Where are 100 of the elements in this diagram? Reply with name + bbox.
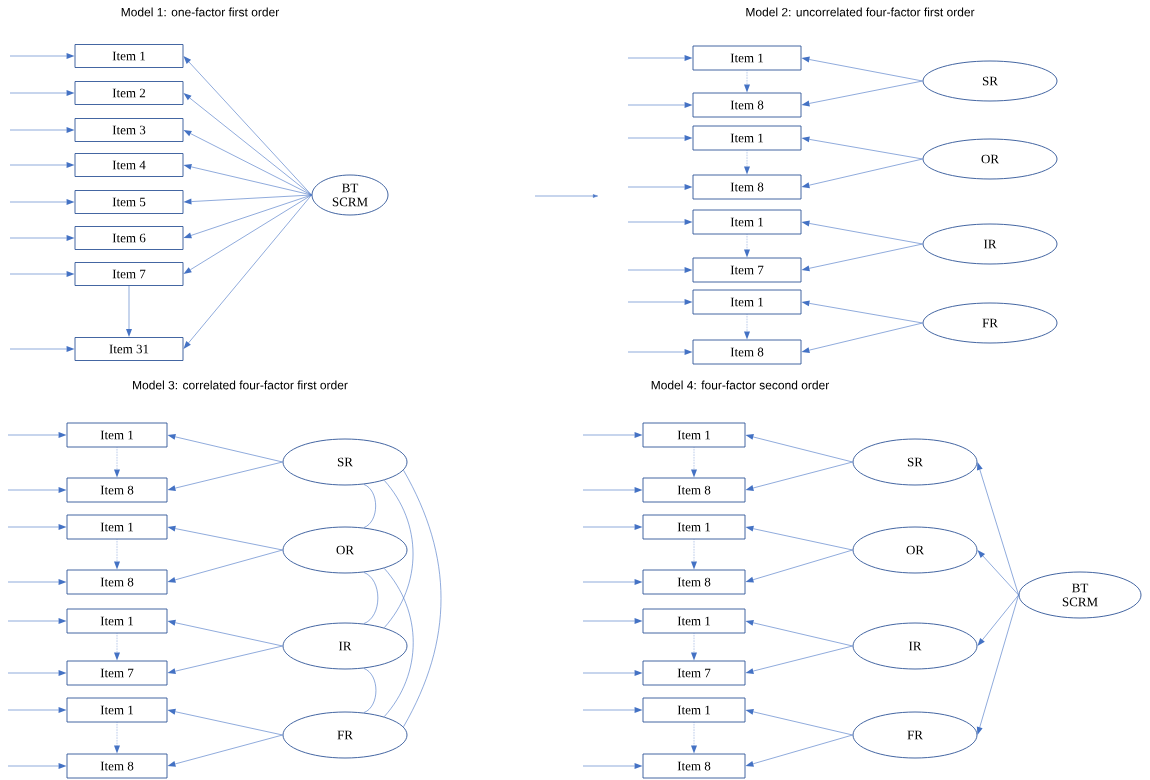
arrow (745, 645, 853, 674)
arrow (691, 722, 697, 754)
arrow (627, 349, 693, 355)
arrow (183, 194, 312, 239)
arrow (976, 594, 1019, 735)
item-box: Item 1 (642, 697, 746, 723)
item-box: Item 1 (642, 608, 746, 634)
correlation-curve (383, 479, 414, 629)
arrow (801, 158, 923, 189)
item-box: Item 8 (642, 569, 746, 595)
item-box: Item 8 (66, 477, 168, 503)
arrow (744, 314, 750, 340)
item-box: Item 7 (642, 660, 746, 686)
model-title: Model 3: correlated four-factor first order (133, 380, 348, 390)
arrow (691, 447, 697, 478)
arrow (744, 150, 750, 175)
arrow (976, 462, 1019, 596)
arrow (9, 90, 75, 96)
item-box: Item 7 (74, 262, 184, 286)
arrow (745, 708, 853, 736)
correlation-curve (383, 567, 414, 718)
correlation-curve (363, 572, 379, 624)
item-box: Item 8 (66, 569, 168, 595)
arrow (801, 243, 923, 272)
arrow (114, 722, 120, 754)
arrow (167, 433, 283, 463)
arrow (167, 525, 283, 551)
item-box: Item 6 (74, 226, 184, 250)
item-box: Item 2 (74, 81, 184, 105)
arrow (745, 525, 853, 551)
arrow (7, 487, 67, 493)
arrow (183, 130, 312, 196)
item-box: Item 4 (74, 153, 184, 177)
model-title: Model 4: four-factor second order (651, 380, 830, 390)
arrow (9, 162, 75, 168)
arrow (691, 539, 697, 570)
correlation-curve (363, 668, 377, 713)
arrow (183, 93, 312, 196)
arrow (9, 127, 75, 133)
item-box: Item 1 (66, 608, 168, 634)
arrow (167, 645, 283, 675)
item-box: Item 8 (642, 753, 746, 779)
item-box: Item 8 (692, 92, 802, 118)
arrow (582, 579, 643, 585)
item-box: Item 1 (692, 209, 802, 235)
arrow (627, 299, 693, 305)
arrow (114, 633, 120, 661)
arrow (801, 322, 923, 354)
item-box: Item 3 (74, 118, 184, 142)
item-box: Item 5 (74, 190, 184, 214)
arrow (744, 70, 750, 93)
arrow (7, 707, 67, 713)
arrow (167, 708, 283, 736)
arrow (9, 271, 75, 277)
item-box: Item 1 (692, 289, 802, 315)
arrow (126, 285, 132, 338)
arrow (7, 618, 67, 624)
arrow (582, 670, 643, 676)
item-box: Item 1 (74, 44, 184, 68)
arrow (627, 219, 693, 225)
arrow (9, 53, 75, 59)
arrow (9, 235, 75, 241)
arrow (582, 618, 643, 624)
arrow (114, 539, 120, 570)
arrow (801, 56, 923, 82)
item-box: Item 1 (66, 697, 168, 723)
arrow (977, 550, 1019, 596)
arrow (627, 102, 693, 108)
arrow (627, 135, 693, 141)
arrow (801, 80, 923, 107)
arrow (167, 461, 283, 492)
arrow (7, 763, 67, 769)
arrow (183, 56, 312, 196)
arrow (745, 549, 853, 583)
arrow (7, 432, 67, 438)
item-box: Item 31 (74, 337, 184, 361)
arrow (745, 734, 853, 767)
arrow (744, 234, 750, 258)
arrow (167, 734, 283, 767)
arrow (977, 594, 1019, 646)
item-box: Item 1 (66, 422, 168, 448)
item-box: Item 1 (66, 514, 168, 540)
arrow (745, 619, 853, 647)
item-box: Item 8 (692, 339, 802, 365)
model-title: Model 2: uncorrelated four-factor first order (746, 7, 975, 17)
correlation-curve (363, 484, 376, 528)
arrow (183, 194, 312, 274)
item-box: Item 8 (642, 477, 746, 503)
arrow (582, 487, 643, 493)
item-box: Item 8 (692, 174, 802, 200)
arrow (582, 432, 643, 438)
arrow (582, 763, 643, 769)
arrow (745, 461, 853, 491)
item-box: Item 1 (692, 45, 802, 71)
item-box: Item 8 (66, 753, 168, 779)
arrow (9, 346, 75, 352)
model-title: Model 1: one-factor first order (121, 7, 280, 17)
arrow (627, 184, 693, 190)
arrow (183, 194, 312, 205)
item-box: Item 7 (692, 257, 802, 283)
